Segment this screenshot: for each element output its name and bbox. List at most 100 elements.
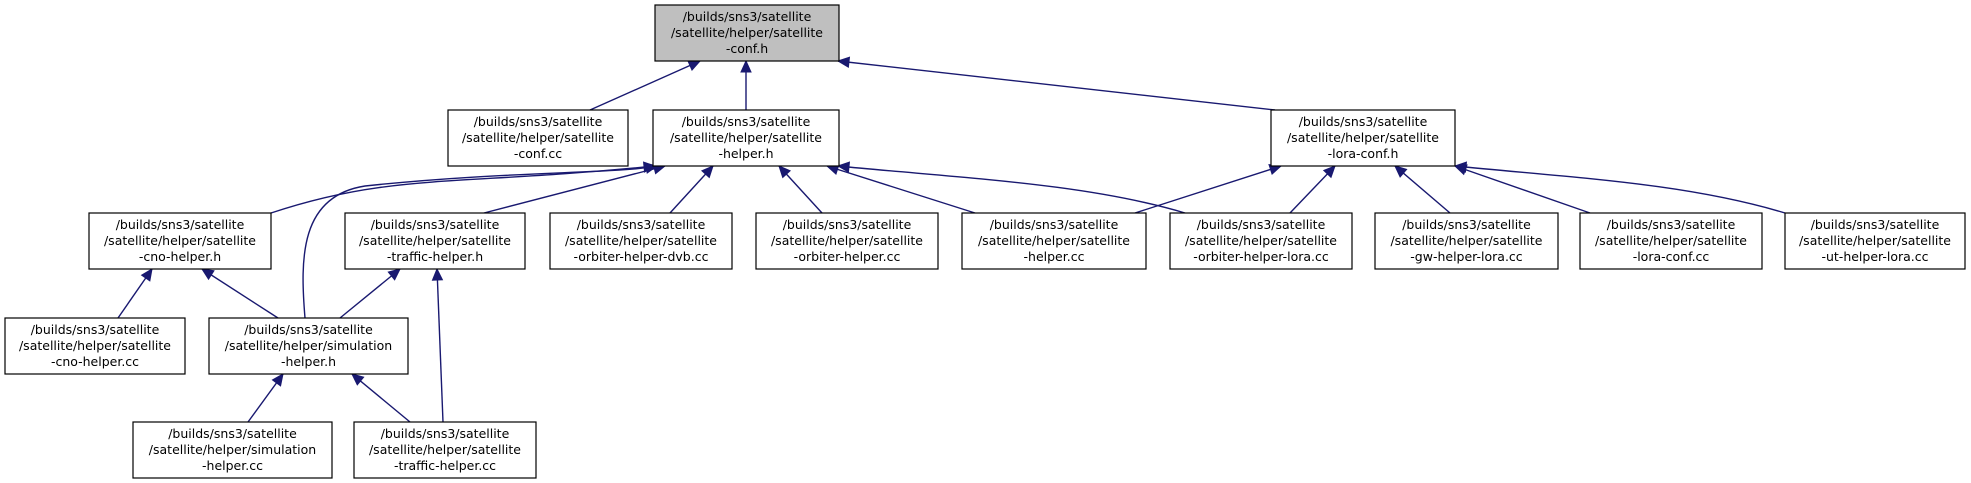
node-box[interactable]: [549, 212, 733, 270]
node-label-line: -cno-helper.h: [139, 249, 221, 264]
arrowhead-simulation_helper_h-to-traffic_helper_h: [387, 268, 401, 281]
node-box[interactable]: [1374, 212, 1559, 270]
node-box[interactable]: [447, 109, 629, 167]
node-box[interactable]: [344, 212, 526, 270]
dependency-edge-ut_lora_cc-to-lora_conf_h: [1454, 165, 1786, 214]
node-traffic-helper-h[interactable]: /builds/sns3/satellite/satellite/helper/…: [344, 212, 526, 270]
dependency-edge-cno_helper_h-to-helper_h: [270, 165, 656, 214]
node-label-line: -helper.cc: [202, 458, 263, 473]
dependency-edge-simulation_helper_h-to-traffic_helper_h: [339, 268, 401, 319]
node-lora-conf-cc[interactable]: /builds/sns3/satellite/satellite/helper/…: [1579, 212, 1763, 270]
node-label-line: /satellite/helper/satellite: [1287, 130, 1439, 145]
node-label-line: /satellite/helper/satellite: [671, 25, 823, 40]
node-label-line: /builds/sns3/satellite: [1197, 217, 1326, 232]
dependency-edge-helper_cc-to-helper_h: [826, 165, 976, 214]
arrowhead-ut_lora_cc-to-lora_conf_h: [1453, 161, 1468, 173]
node-conf-cc[interactable]: /builds/sns3/satellite/satellite/helper/…: [447, 109, 629, 167]
node-helper-cc[interactable]: /builds/sns3/satellite/satellite/helper/…: [961, 212, 1147, 270]
node-label-line: /satellite/helper/satellite: [359, 233, 511, 248]
dependency-edge-helper_cc-to-lora_conf_h: [1134, 165, 1282, 214]
node-label-line: /builds/sns3/satellite: [1299, 114, 1428, 129]
node-label-line: -conf.cc: [514, 146, 562, 161]
arrowhead-traffic_helper_cc-to-traffic_helper_h: [431, 267, 444, 281]
node-label-line: /builds/sns3/satellite: [116, 217, 245, 232]
arrowhead-gw_lora_cc-to-lora_conf_h: [1394, 165, 1408, 178]
node-gw-lora-cc[interactable]: /builds/sns3/satellite/satellite/helper/…: [1374, 212, 1559, 270]
node-label-line: /satellite/helper/satellite: [369, 442, 521, 457]
node-cno-helper-cc[interactable]: /builds/sns3/satellite/satellite/helper/…: [4, 317, 186, 375]
node-box[interactable]: [353, 421, 537, 479]
node-lora-conf-h[interactable]: /builds/sns3/satellite/satellite/helper/…: [1270, 109, 1456, 167]
node-label-line: /builds/sns3/satellite: [31, 322, 160, 337]
node-label-line: -cno-helper.cc: [51, 354, 139, 369]
node-label-line: /satellite/helper/satellite: [565, 233, 717, 248]
node-label-line: -traffic-helper.cc: [394, 458, 496, 473]
node-box[interactable]: [132, 421, 333, 479]
dependency-edge-lora_conf_h-to-conf_h: [837, 60, 1276, 111]
node-label-line: /builds/sns3/satellite: [577, 217, 706, 232]
node-cno-helper-h[interactable]: /builds/sns3/satellite/satellite/helper/…: [88, 212, 272, 270]
node-label-line: /satellite/helper/simulation: [225, 338, 392, 353]
arrowhead-conf_cc-to-conf_h: [687, 60, 702, 71]
node-box[interactable]: [1169, 212, 1353, 270]
node-label-line: /satellite/helper/satellite: [1595, 233, 1747, 248]
dependency-edge-orbiter_lora_cc-to-helper_h: [837, 165, 1186, 214]
node-box[interactable]: [1784, 212, 1966, 270]
node-box[interactable]: [208, 317, 409, 375]
arrowhead-cno_helper_cc-to-cno_helper_h: [140, 268, 153, 282]
dependency-edge-simulation_helper_h-to-cno_helper_h: [201, 268, 279, 319]
node-label-line: -orbiter-helper-lora.cc: [1193, 249, 1329, 264]
node-box[interactable]: [652, 109, 840, 167]
node-orbiter-cc[interactable]: /builds/sns3/satellite/satellite/helper/…: [755, 212, 939, 270]
node-helper-h[interactable]: /builds/sns3/satellite/satellite/helper/…: [652, 109, 840, 167]
node-label-line: /satellite/helper/satellite: [104, 233, 256, 248]
arrowhead-orbiter_cc-to-helper_h: [778, 165, 792, 179]
node-label-line: /satellite/helper/satellite: [462, 130, 614, 145]
node-box[interactable]: [961, 212, 1147, 270]
node-box[interactable]: [1270, 109, 1456, 167]
node-label-line: /satellite/helper/satellite: [771, 233, 923, 248]
node-label-line: /satellite/helper/satellite: [19, 338, 171, 353]
node-simulation-helper-cc[interactable]: /builds/sns3/satellite/satellite/helper/…: [132, 421, 333, 479]
arrowhead-traffic_helper_cc-to-simulation_helper_h: [351, 373, 365, 386]
node-box[interactable]: [755, 212, 939, 270]
arrowhead-lora_conf_h-to-conf_h: [836, 56, 851, 69]
arrowhead-orbiter_lora_cc-to-helper_h: [836, 161, 851, 173]
node-box[interactable]: [4, 317, 186, 375]
node-label-line: /satellite/helper/satellite: [1390, 233, 1542, 248]
arrowhead-simulation_helper_h-to-cno_helper_h: [200, 268, 215, 281]
node-label-line: /builds/sns3/satellite: [168, 426, 297, 441]
node-traffic-helper-cc[interactable]: /builds/sns3/satellite/satellite/helper/…: [353, 421, 537, 479]
node-label-line: -traffic-helper.h: [387, 249, 483, 264]
node-simulation-helper-h[interactable]: /builds/sns3/satellite/satellite/helper/…: [208, 317, 409, 375]
node-label-line: /builds/sns3/satellite: [1811, 217, 1940, 232]
node-label-line: /builds/sns3/satellite: [371, 217, 500, 232]
dependency-edge-traffic_helper_cc-to-traffic_helper_h: [436, 268, 444, 423]
node-orbiter-dvb-cc[interactable]: /builds/sns3/satellite/satellite/helper/…: [549, 212, 733, 270]
node-label-line: -helper.cc: [1024, 249, 1085, 264]
node-label-line: -lora-conf.cc: [1633, 249, 1710, 264]
node-box[interactable]: [88, 212, 272, 270]
arrowhead-helper_h-to-conf_h: [740, 59, 752, 73]
node-label-line: /builds/sns3/satellite: [1402, 217, 1531, 232]
node-box[interactable]: [1579, 212, 1763, 270]
node-label-line: /builds/sns3/satellite: [682, 114, 811, 129]
node-label-line: /builds/sns3/satellite: [683, 9, 812, 24]
node-label-line: /builds/sns3/satellite: [474, 114, 603, 129]
node-orbiter-lora-cc[interactable]: /builds/sns3/satellite/satellite/helper/…: [1169, 212, 1353, 270]
arrowhead-simulation_helper_cc-to-simulation_helper_h: [271, 373, 284, 387]
dependency-edge-traffic_helper_cc-to-simulation_helper_h: [351, 373, 411, 423]
node-ut-lora-cc[interactable]: /builds/sns3/satellite/satellite/helper/…: [1784, 212, 1966, 270]
node-label-line: -helper.h: [281, 354, 336, 369]
node-box[interactable]: [654, 4, 840, 62]
node-label-line: /satellite/helper/satellite: [1185, 233, 1337, 248]
node-label-line: -gw-helper-lora.cc: [1410, 249, 1523, 264]
node-conf-h[interactable]: /builds/sns3/satellite/satellite/helper/…: [654, 4, 840, 62]
node-label-line: -orbiter-helper.cc: [794, 249, 901, 264]
dependency-edge-simulation_helper_h-to-helper_h: [302, 165, 658, 319]
arrowhead-orbiter_dvb_cc-to-helper_h: [700, 165, 714, 179]
dependency-edge-traffic_helper_h-to-helper_h: [483, 165, 666, 214]
node-label-line: /satellite/helper/simulation: [149, 442, 316, 457]
node-label-line: /satellite/helper/satellite: [978, 233, 1130, 248]
